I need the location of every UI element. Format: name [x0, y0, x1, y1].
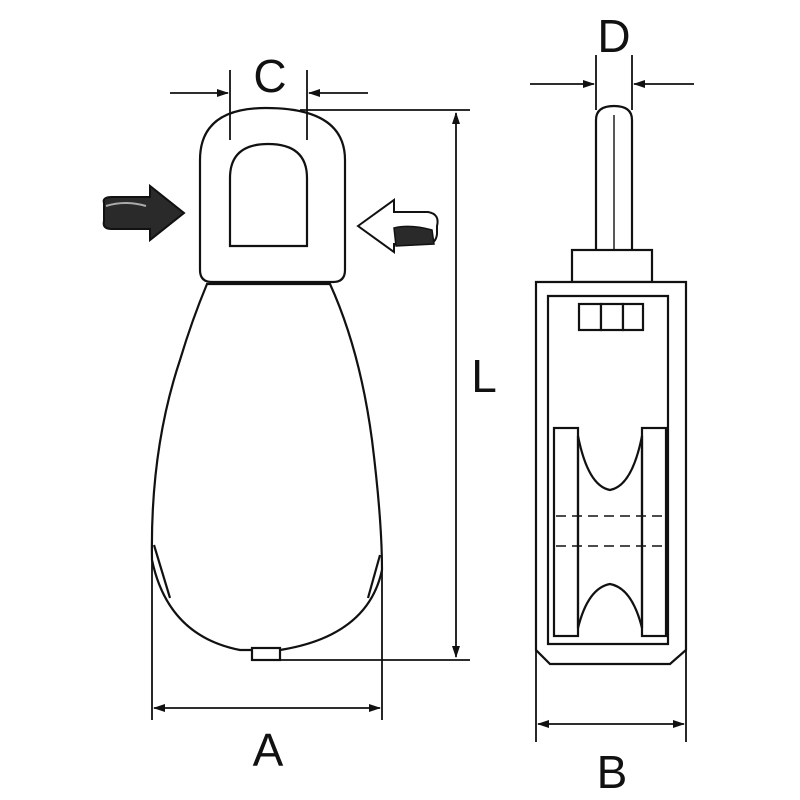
dimension-a — [151, 540, 383, 720]
swivel-eye-opening — [228, 142, 309, 248]
pulley-body — [150, 282, 384, 652]
dimension-b — [535, 650, 687, 742]
retaining-pad-3 — [621, 302, 645, 332]
label-l: L — [471, 350, 497, 402]
front-view — [150, 106, 384, 662]
label-b: B — [597, 746, 628, 798]
shackle-base-block — [570, 248, 654, 284]
label-a: A — [253, 724, 284, 776]
body-rim-line — [152, 544, 172, 599]
sheave-groove-bottom — [576, 582, 644, 629]
dimension-d — [530, 55, 694, 110]
rotation-arrow-left — [102, 183, 186, 243]
dimension-c — [170, 70, 368, 140]
sheave-flange-right — [640, 426, 668, 638]
label-c: C — [253, 50, 286, 102]
retaining-pad-2 — [599, 302, 625, 332]
side-view — [534, 104, 688, 666]
axle-nub — [250, 646, 282, 662]
rotation-arrow-right — [356, 198, 439, 254]
sheave-flange-left — [552, 426, 580, 638]
dimension-l — [280, 109, 470, 661]
rotation-arrow-left-icon — [102, 183, 186, 243]
sheave-groove-top — [576, 435, 644, 492]
retaining-pad-1 — [577, 302, 603, 332]
label-d: D — [597, 10, 630, 62]
body-rim-line-right — [366, 554, 382, 599]
